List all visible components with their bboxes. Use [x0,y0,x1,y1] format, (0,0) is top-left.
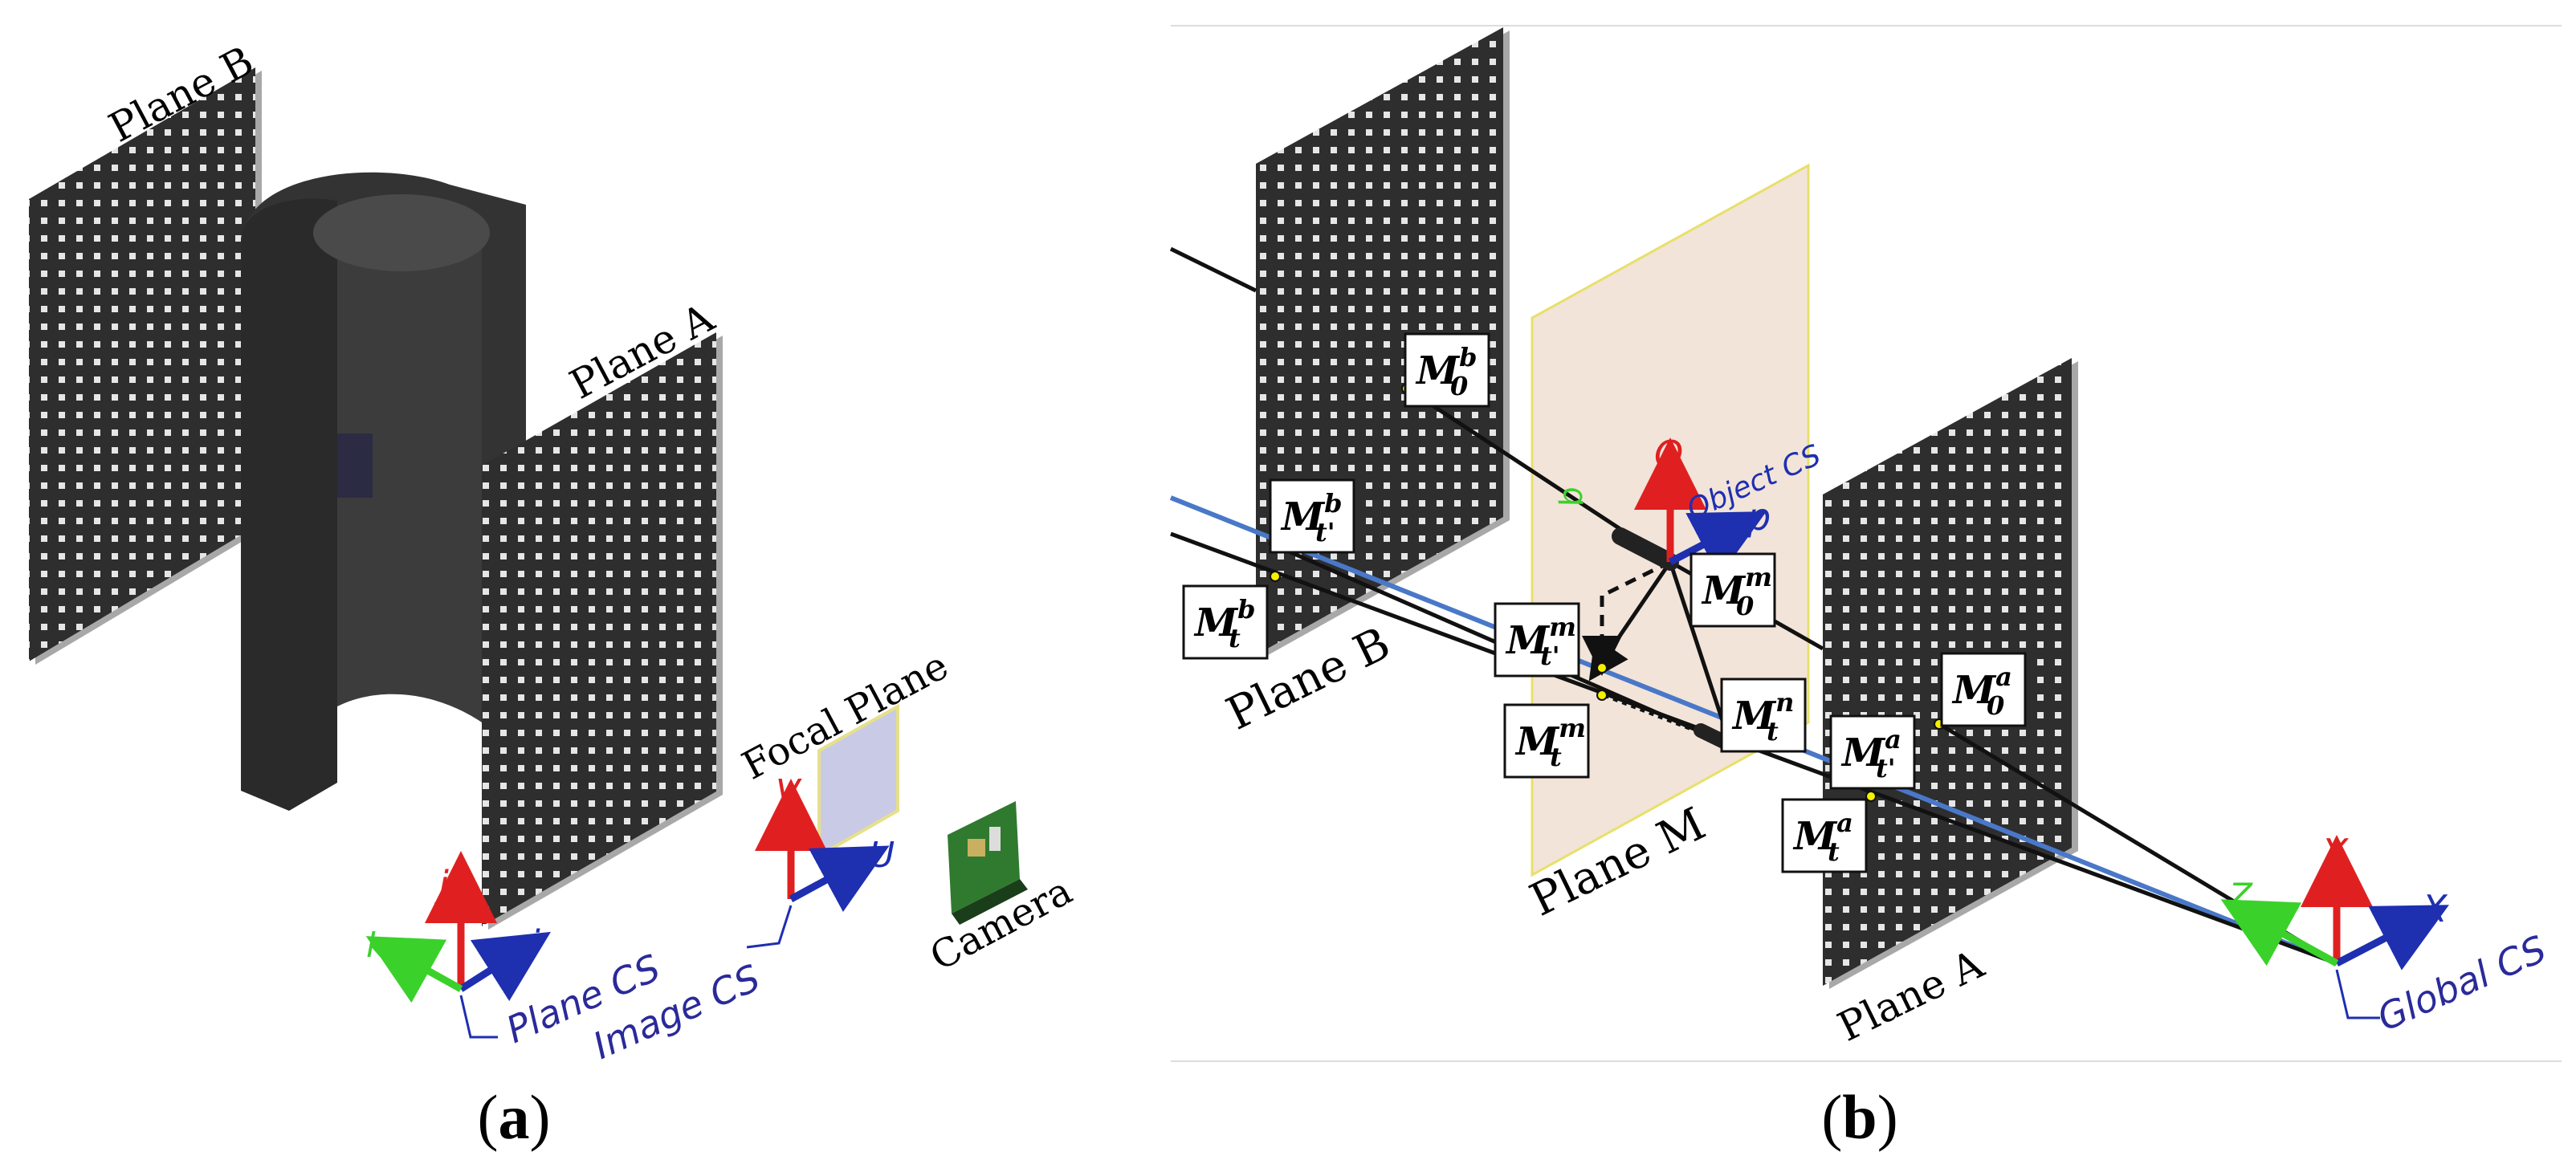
image-cs-axis-v: V [776,772,802,813]
camera-icon [948,801,1028,925]
plane-cs-axis-i: i [530,922,540,966]
caption-a: (a) [478,1082,551,1152]
global-cs-axis-x: X [2420,887,2448,930]
object-sensor [1612,527,1679,571]
object-cs-axis-p: p [1747,495,1771,539]
panel-b: O p q Object CS Y X Z Global CS Plane B … [1169,25,2562,1152]
caption-b: (b) [1821,1082,1897,1152]
object-cs-axis-o: O [1654,433,1683,476]
global-cs-axis-y: Y [2324,831,2350,874]
global-cs-axis-z: Z [2228,876,2253,915]
plane-a-board [482,332,723,930]
cylinder-housing [241,172,526,811]
image-cs-axis-u: U [869,835,895,876]
plane-cs-axis-k: k [366,926,387,965]
plane-b-board [29,67,262,665]
global-cs: Y X Z Global CS [2220,831,2553,1040]
global-cs-label: Global CS [2371,927,2553,1040]
plane-cs-axis-j: j [434,863,449,906]
panel-a: Plane B Plane A Focal Plane Camera [29,37,1079,1152]
